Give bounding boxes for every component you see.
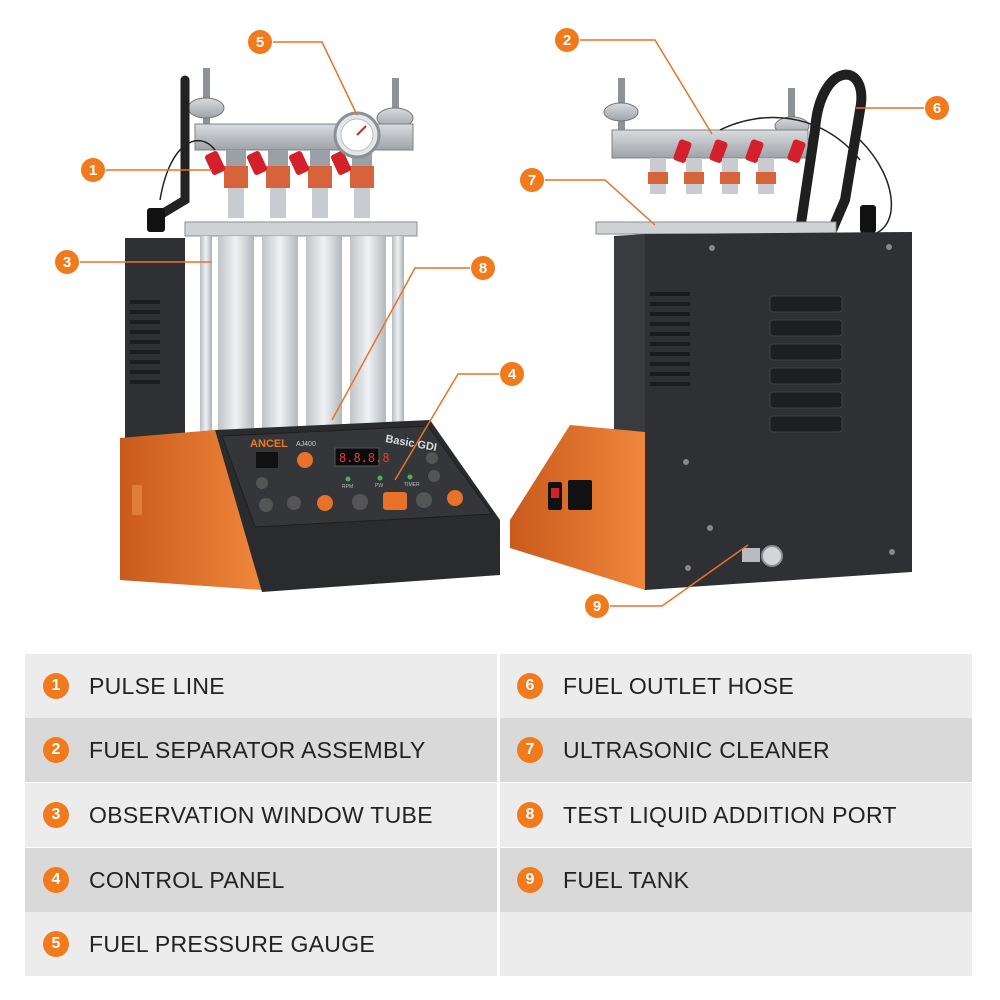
outlet-hose bbox=[795, 69, 867, 240]
svg-text:8: 8 bbox=[479, 260, 487, 277]
legend-item-fuel-tank: 9 FUEL TANK bbox=[517, 848, 957, 912]
legend-label: FUEL SEPARATOR ASSEMBLY bbox=[89, 736, 426, 763]
machine-front-view: ANCEL AJ400 Basic GDI 8.8.8.8 RPM PW TIM… bbox=[120, 68, 500, 592]
number-badge-icon: 8 bbox=[517, 802, 543, 828]
pressure-gauge-icon bbox=[333, 111, 381, 164]
legend-label: FUEL OUTLET HOSE bbox=[563, 672, 795, 699]
number-badge-icon: 5 bbox=[43, 931, 69, 957]
number-badge-icon: 6 bbox=[517, 673, 543, 699]
legend-item-fuel-pressure-gauge: 5 FUEL PRESSURE GAUGE bbox=[43, 912, 483, 976]
svg-text:7: 7 bbox=[528, 172, 536, 189]
legend-label: FUEL TANK bbox=[563, 866, 690, 893]
legend-label: PULSE LINE bbox=[89, 672, 225, 699]
svg-text:6: 6 bbox=[933, 100, 941, 117]
brand-logo: ANCEL bbox=[250, 438, 288, 450]
parts-legend: 1 PULSE LINE 6 FUEL OUTLET HOSE 2 FUEL S… bbox=[25, 654, 972, 976]
machine-rear-view bbox=[510, 69, 912, 590]
drain-valve-icon bbox=[742, 545, 783, 567]
legend-item-fuel-outlet-hose: 6 FUEL OUTLET HOSE bbox=[517, 654, 957, 718]
callout-9: 9 bbox=[585, 594, 609, 618]
svg-text:4: 4 bbox=[508, 366, 517, 383]
legend-label: ULTRASONIC CLEANER bbox=[563, 736, 830, 763]
number-badge-icon: 1 bbox=[43, 673, 69, 699]
indicator-timer: TIMER bbox=[404, 482, 420, 488]
pulse-clips bbox=[159, 139, 352, 201]
svg-text:1: 1 bbox=[89, 162, 97, 179]
injectors bbox=[224, 150, 374, 218]
product-figure: ANCEL AJ400 Basic GDI 8.8.8.8 RPM PW TIM… bbox=[55, 28, 949, 618]
legend-item-test-liquid-addition-port: 8 TEST LIQUID ADDITION PORT bbox=[517, 783, 957, 847]
number-badge-icon: 3 bbox=[43, 802, 69, 828]
display-readout: 8.8.8.8 bbox=[339, 451, 390, 465]
callout-lines bbox=[80, 39, 924, 607]
callout-3: 3 bbox=[55, 250, 79, 274]
callout-6: 6 bbox=[925, 96, 949, 120]
power-socket-icon bbox=[568, 480, 592, 510]
side-vent-holes bbox=[650, 292, 690, 386]
svg-text:5: 5 bbox=[256, 34, 264, 51]
legend-label: FUEL PRESSURE GAUGE bbox=[89, 930, 376, 957]
svg-text:9: 9 bbox=[593, 598, 601, 615]
indicator-pw: PW bbox=[375, 483, 383, 489]
legend-item-ultrasonic-cleaner: 7 ULTRASONIC CLEANER bbox=[517, 718, 957, 782]
observation-tubes bbox=[200, 236, 404, 432]
legend-label: OBSERVATION WINDOW TUBE bbox=[89, 801, 433, 828]
svg-text:3: 3 bbox=[63, 254, 71, 271]
number-badge-icon: 7 bbox=[517, 737, 543, 763]
legend-item-pulse-line: 1 PULSE LINE bbox=[43, 654, 483, 718]
legend-item-observation-window-tube: 3 OBSERVATION WINDOW TUBE bbox=[43, 783, 483, 847]
number-badge-icon: 9 bbox=[517, 867, 543, 893]
legend-divider bbox=[497, 654, 500, 976]
callout-8: 8 bbox=[471, 256, 495, 280]
model-text: AJ400 bbox=[296, 441, 316, 448]
callout-5: 5 bbox=[248, 30, 272, 54]
legend-label: CONTROL PANEL bbox=[89, 866, 285, 893]
callout-7: 7 bbox=[520, 168, 544, 192]
callout-4: 4 bbox=[500, 362, 524, 386]
callout-2: 2 bbox=[555, 28, 579, 52]
control-buttons bbox=[256, 452, 463, 512]
legend-item-control-panel: 4 CONTROL PANEL bbox=[43, 848, 483, 912]
indicator-rpm: RPM bbox=[342, 484, 353, 490]
number-badge-icon: 4 bbox=[43, 867, 69, 893]
rear-vent-slots bbox=[769, 295, 843, 433]
legend-item-fuel-separator-assembly: 2 FUEL SEPARATOR ASSEMBLY bbox=[43, 718, 483, 782]
number-badge-icon: 2 bbox=[43, 737, 69, 763]
legend-label: TEST LIQUID ADDITION PORT bbox=[563, 801, 897, 828]
connector-plug-icon bbox=[147, 208, 165, 232]
callout-1: 1 bbox=[81, 158, 105, 182]
svg-text:2: 2 bbox=[563, 32, 571, 49]
vent-holes-left bbox=[130, 300, 160, 384]
